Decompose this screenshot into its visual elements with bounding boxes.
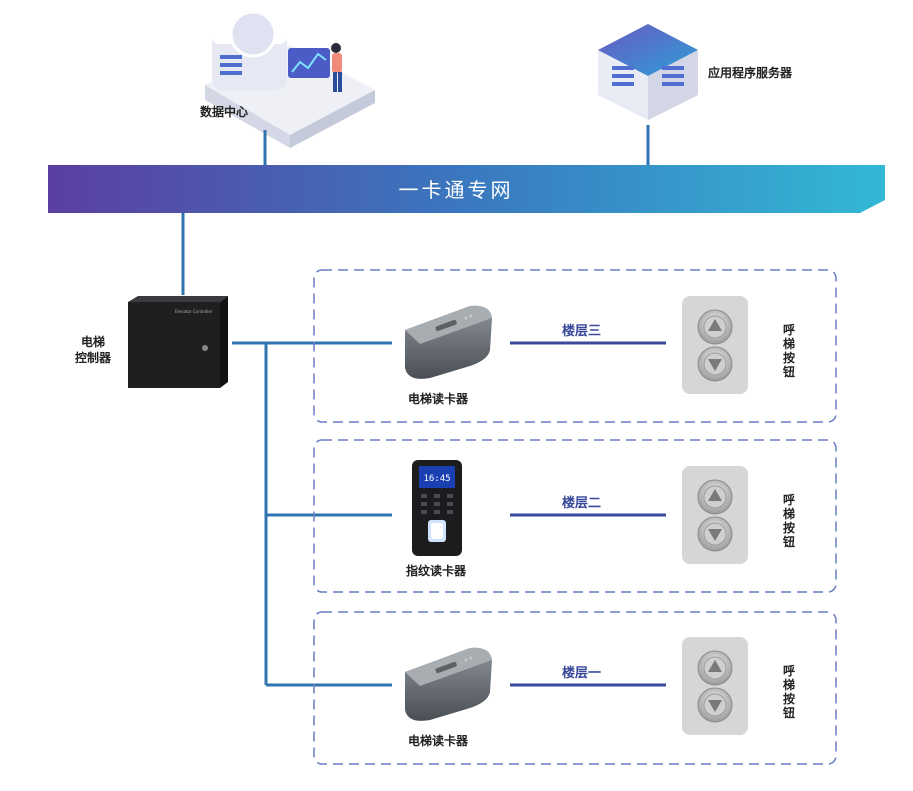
row-1-reader-label: 电梯读卡器 <box>408 733 469 748</box>
row-1-floor-label: 楼层一 <box>562 665 601 680</box>
controller-label-line1: 电梯 <box>81 334 105 349</box>
row-2-reader-label: 指纹读卡器 <box>406 563 467 578</box>
svg-text:钮: 钮 <box>783 364 795 379</box>
row-3-button-label: 呼 梯 按 钮 <box>783 322 795 379</box>
call-button-panel-icon <box>682 637 748 735</box>
svg-text:钮: 钮 <box>783 705 795 720</box>
row-2-button-label: 呼 梯 按 钮 <box>783 492 795 549</box>
data-center-icon <box>205 10 375 148</box>
row-3-frame <box>313 269 837 423</box>
svg-text:按: 按 <box>783 520 795 535</box>
row-3-floor-label: 楼层三 <box>562 323 601 338</box>
svg-text:按: 按 <box>783 691 795 706</box>
network-bus <box>48 165 885 213</box>
data-center-label: 数据中心 <box>200 104 248 119</box>
fingerprint-screen-time: 16:45 <box>423 474 450 484</box>
svg-text:梯: 梯 <box>783 336 795 351</box>
svg-text:钮: 钮 <box>783 534 795 549</box>
card-reader-icon <box>405 305 492 379</box>
card-reader-icon <box>405 647 492 721</box>
network-bus-label: 一卡通专网 <box>399 179 514 202</box>
controller-panel-text: Elevator Controller <box>175 309 213 314</box>
svg-text:呼: 呼 <box>783 663 795 678</box>
elevator-controller-icon: Elevator Controller <box>128 296 228 388</box>
row-2-frame <box>313 439 837 593</box>
controller-label-line2: 控制器 <box>75 350 112 365</box>
svg-text:按: 按 <box>783 350 795 365</box>
row-1-frame <box>313 611 837 765</box>
call-button-panel-icon <box>682 466 748 564</box>
svg-text:呼: 呼 <box>783 492 795 507</box>
fingerprint-reader-icon: 16:45 <box>412 460 462 556</box>
distribution-lines <box>232 341 392 687</box>
call-button-panel-icon <box>682 296 748 394</box>
row-1-button-label: 呼 梯 按 钮 <box>783 663 795 720</box>
svg-text:梯: 梯 <box>783 677 795 692</box>
svg-text:呼: 呼 <box>783 322 795 337</box>
row-3-reader-label: 电梯读卡器 <box>408 391 469 406</box>
app-server-label: 应用程序服务器 <box>708 65 793 80</box>
server-icon <box>598 24 698 120</box>
svg-text:梯: 梯 <box>783 506 795 521</box>
row-2-floor-label: 楼层二 <box>562 495 601 510</box>
